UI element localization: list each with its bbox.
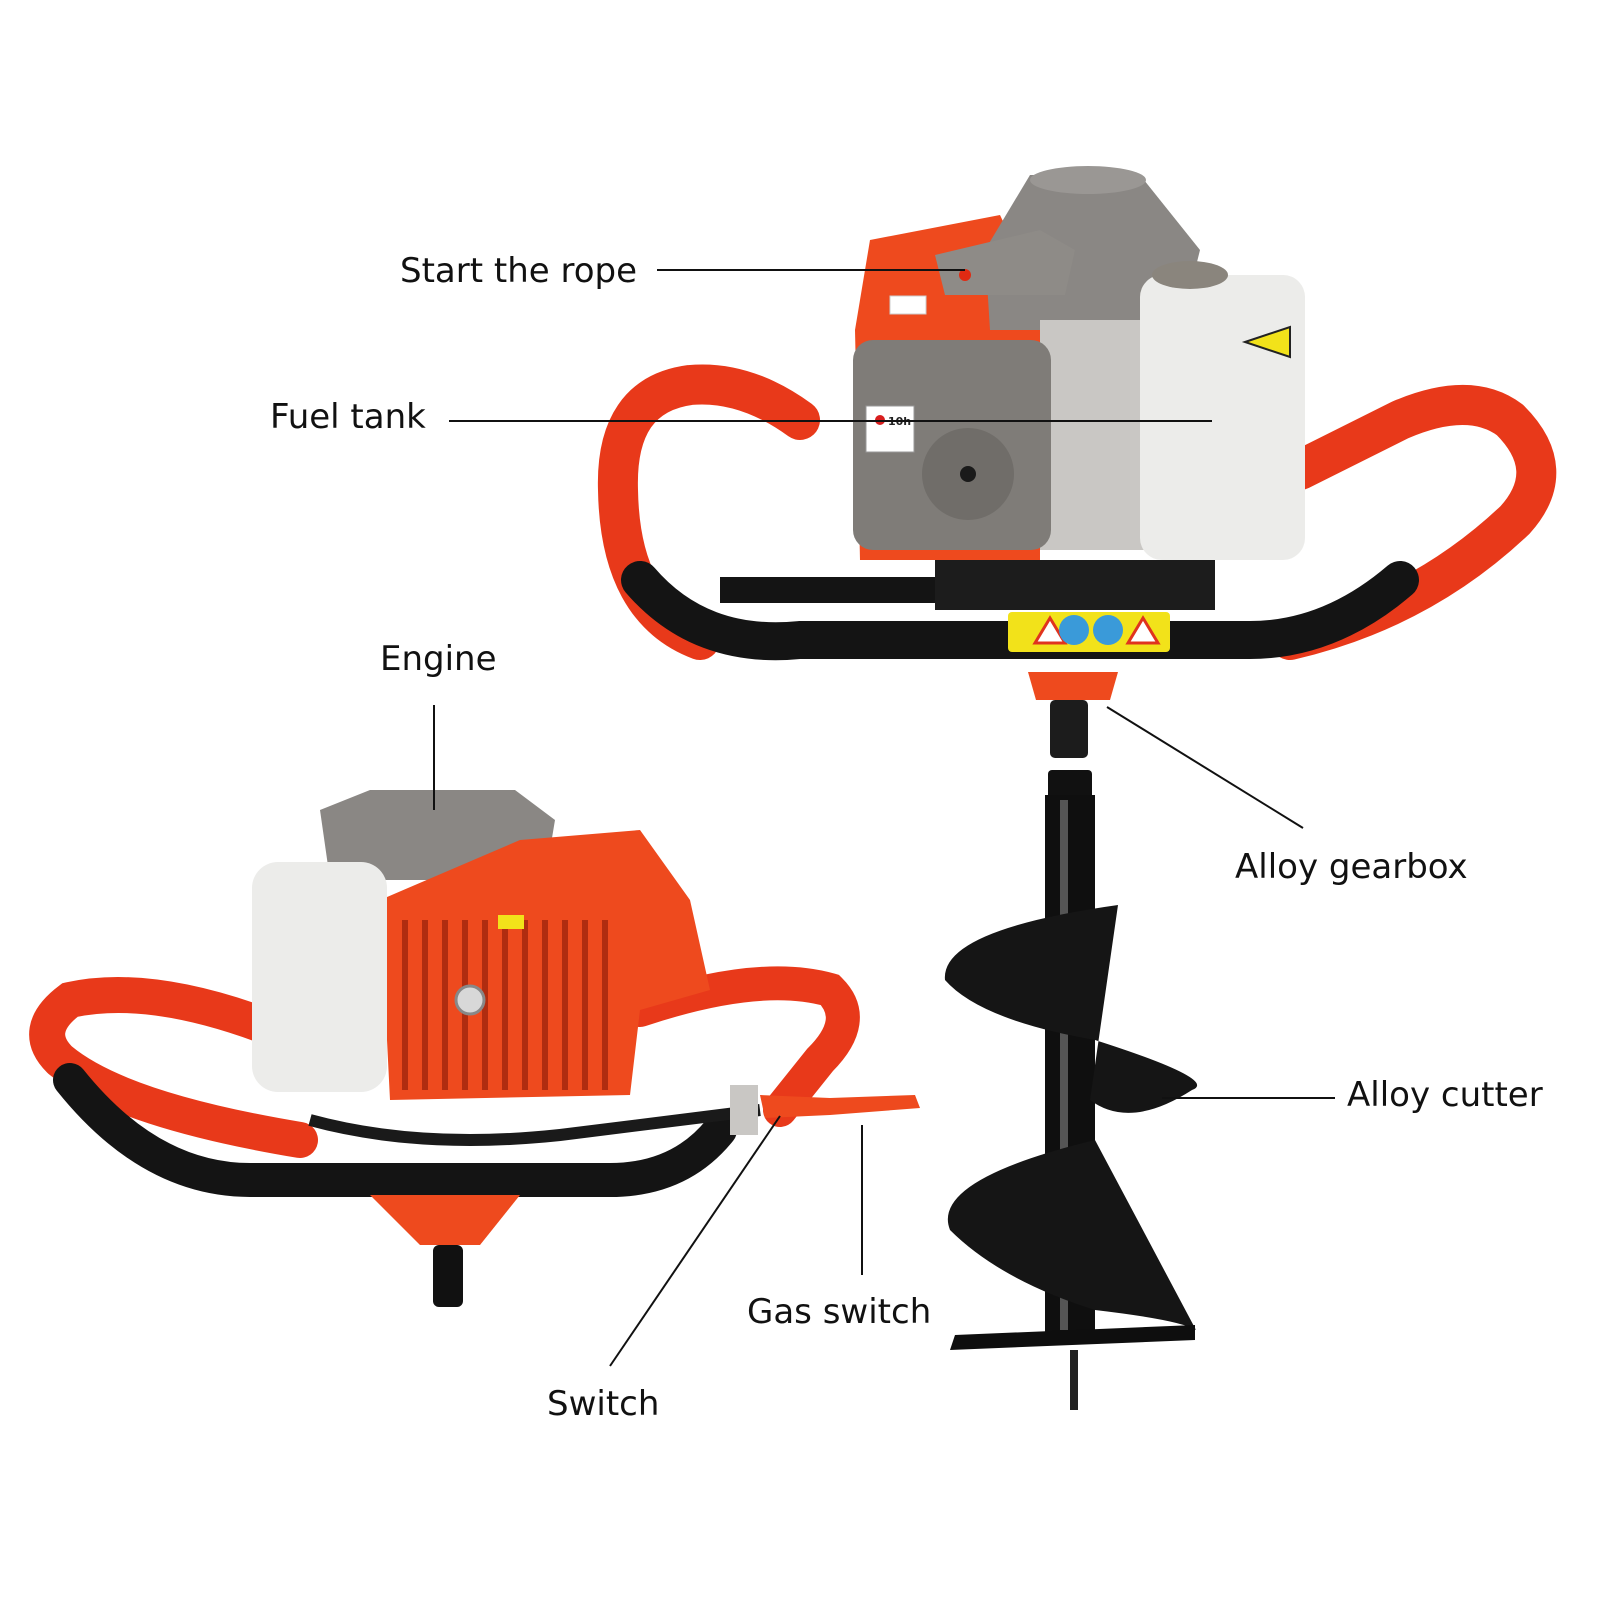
leader-line [1106, 706, 1304, 829]
top-auger-assembly: 10h [597, 166, 1557, 758]
callouts: Start the rope Fuel tank Engine Alloy ge… [270, 251, 1543, 1424]
label-gas-switch: Gas switch [747, 1292, 931, 1332]
callout-engine: Engine [380, 639, 497, 810]
lower-fuel-tank [252, 862, 387, 1092]
lower-gearbox [370, 1195, 520, 1245]
leader-line [609, 1115, 781, 1367]
air-filter-sticker [865, 405, 915, 453]
callout-alloy-gearbox: Alloy gearbox [1106, 706, 1468, 887]
lower-auger-assembly [29, 790, 920, 1307]
gas-switch-lever [760, 1095, 920, 1118]
barcode-sticker [889, 295, 927, 315]
callout-fuel-tank: Fuel tank [270, 397, 1212, 437]
throttle-cable [308, 1104, 761, 1146]
label-fuel-tank: Fuel tank [270, 397, 426, 437]
top-fuel-tank [1140, 275, 1305, 560]
top-gearbox [1028, 672, 1118, 700]
muffler-grille [402, 920, 608, 1090]
callout-alloy-cutter: Alloy cutter [1162, 1075, 1543, 1115]
switch-bracket [730, 1085, 758, 1135]
lower-output-shaft [433, 1245, 463, 1307]
callout-start-rope: Start the rope [400, 251, 965, 291]
label-switch: Switch [547, 1384, 659, 1424]
label-engine: Engine [380, 639, 497, 679]
label-start-rope: Start the rope [400, 251, 637, 291]
callout-gas-switch: Gas switch [747, 1125, 931, 1332]
callout-switch: Switch [547, 1115, 781, 1424]
start-rope-handle [935, 230, 1075, 295]
label-alloy-cutter: Alloy cutter [1347, 1075, 1543, 1115]
top-output-shaft [1050, 700, 1088, 758]
auger-bit [944, 770, 1198, 1410]
label-alloy-gearbox: Alloy gearbox [1235, 847, 1468, 887]
fuel-tank-warning-sticker [1241, 325, 1291, 359]
